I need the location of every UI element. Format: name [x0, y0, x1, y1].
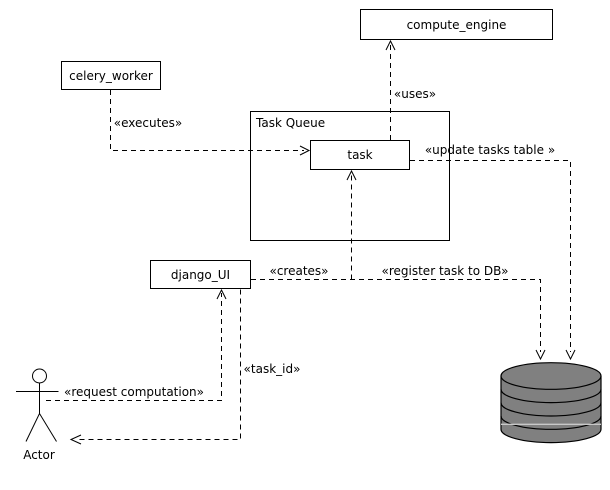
actor-figure-icon [16, 368, 59, 442]
node-celery-worker: celery_worker [61, 61, 161, 90]
edge-label-executes: «executes» [113, 116, 183, 130]
arrowhead-up-icon [216, 288, 227, 300]
arrowhead-left-icon [69, 434, 82, 445]
compute-engine-label: compute_engine [406, 17, 507, 32]
edge-request-computation [46, 288, 227, 401]
edge-uses [385, 39, 396, 140]
actor-label: Actor [23, 448, 55, 462]
arrowhead-down-icon [565, 349, 576, 361]
edge-label-register-task-to-db: «register task to DB» [381, 264, 509, 278]
edge-label-update-tasks-table: «update tasks table » [424, 143, 556, 157]
edge-executes [110, 90, 311, 156]
edge-label-uses: «uses» [393, 87, 437, 101]
database-icon [500, 362, 602, 444]
node-task-queue: Task Queue [250, 111, 450, 241]
node-django-ui: django_UI [150, 260, 251, 289]
edge-label-task-id: «task_id» [243, 362, 301, 376]
edge-creates-register [251, 169, 546, 361]
node-compute-engine: compute_engine [360, 9, 553, 40]
node-task: task [310, 140, 410, 170]
celery-worker-label: celery_worker [69, 68, 153, 83]
edge-update-tasks-table [410, 160, 576, 361]
arrowhead-right-icon [299, 145, 311, 156]
task-queue-label: Task Queue [256, 116, 326, 130]
django-ui-label: django_UI [170, 267, 231, 282]
arrowhead-up-icon [385, 39, 396, 51]
arrowhead-down-icon [535, 349, 546, 361]
edge-label-request-computation: «request computation» [63, 385, 205, 399]
arrowhead-up-icon [346, 169, 357, 181]
edge-task-id [69, 289, 241, 445]
task-label: task [347, 148, 373, 162]
edge-label-creates: «creates» [269, 264, 329, 278]
